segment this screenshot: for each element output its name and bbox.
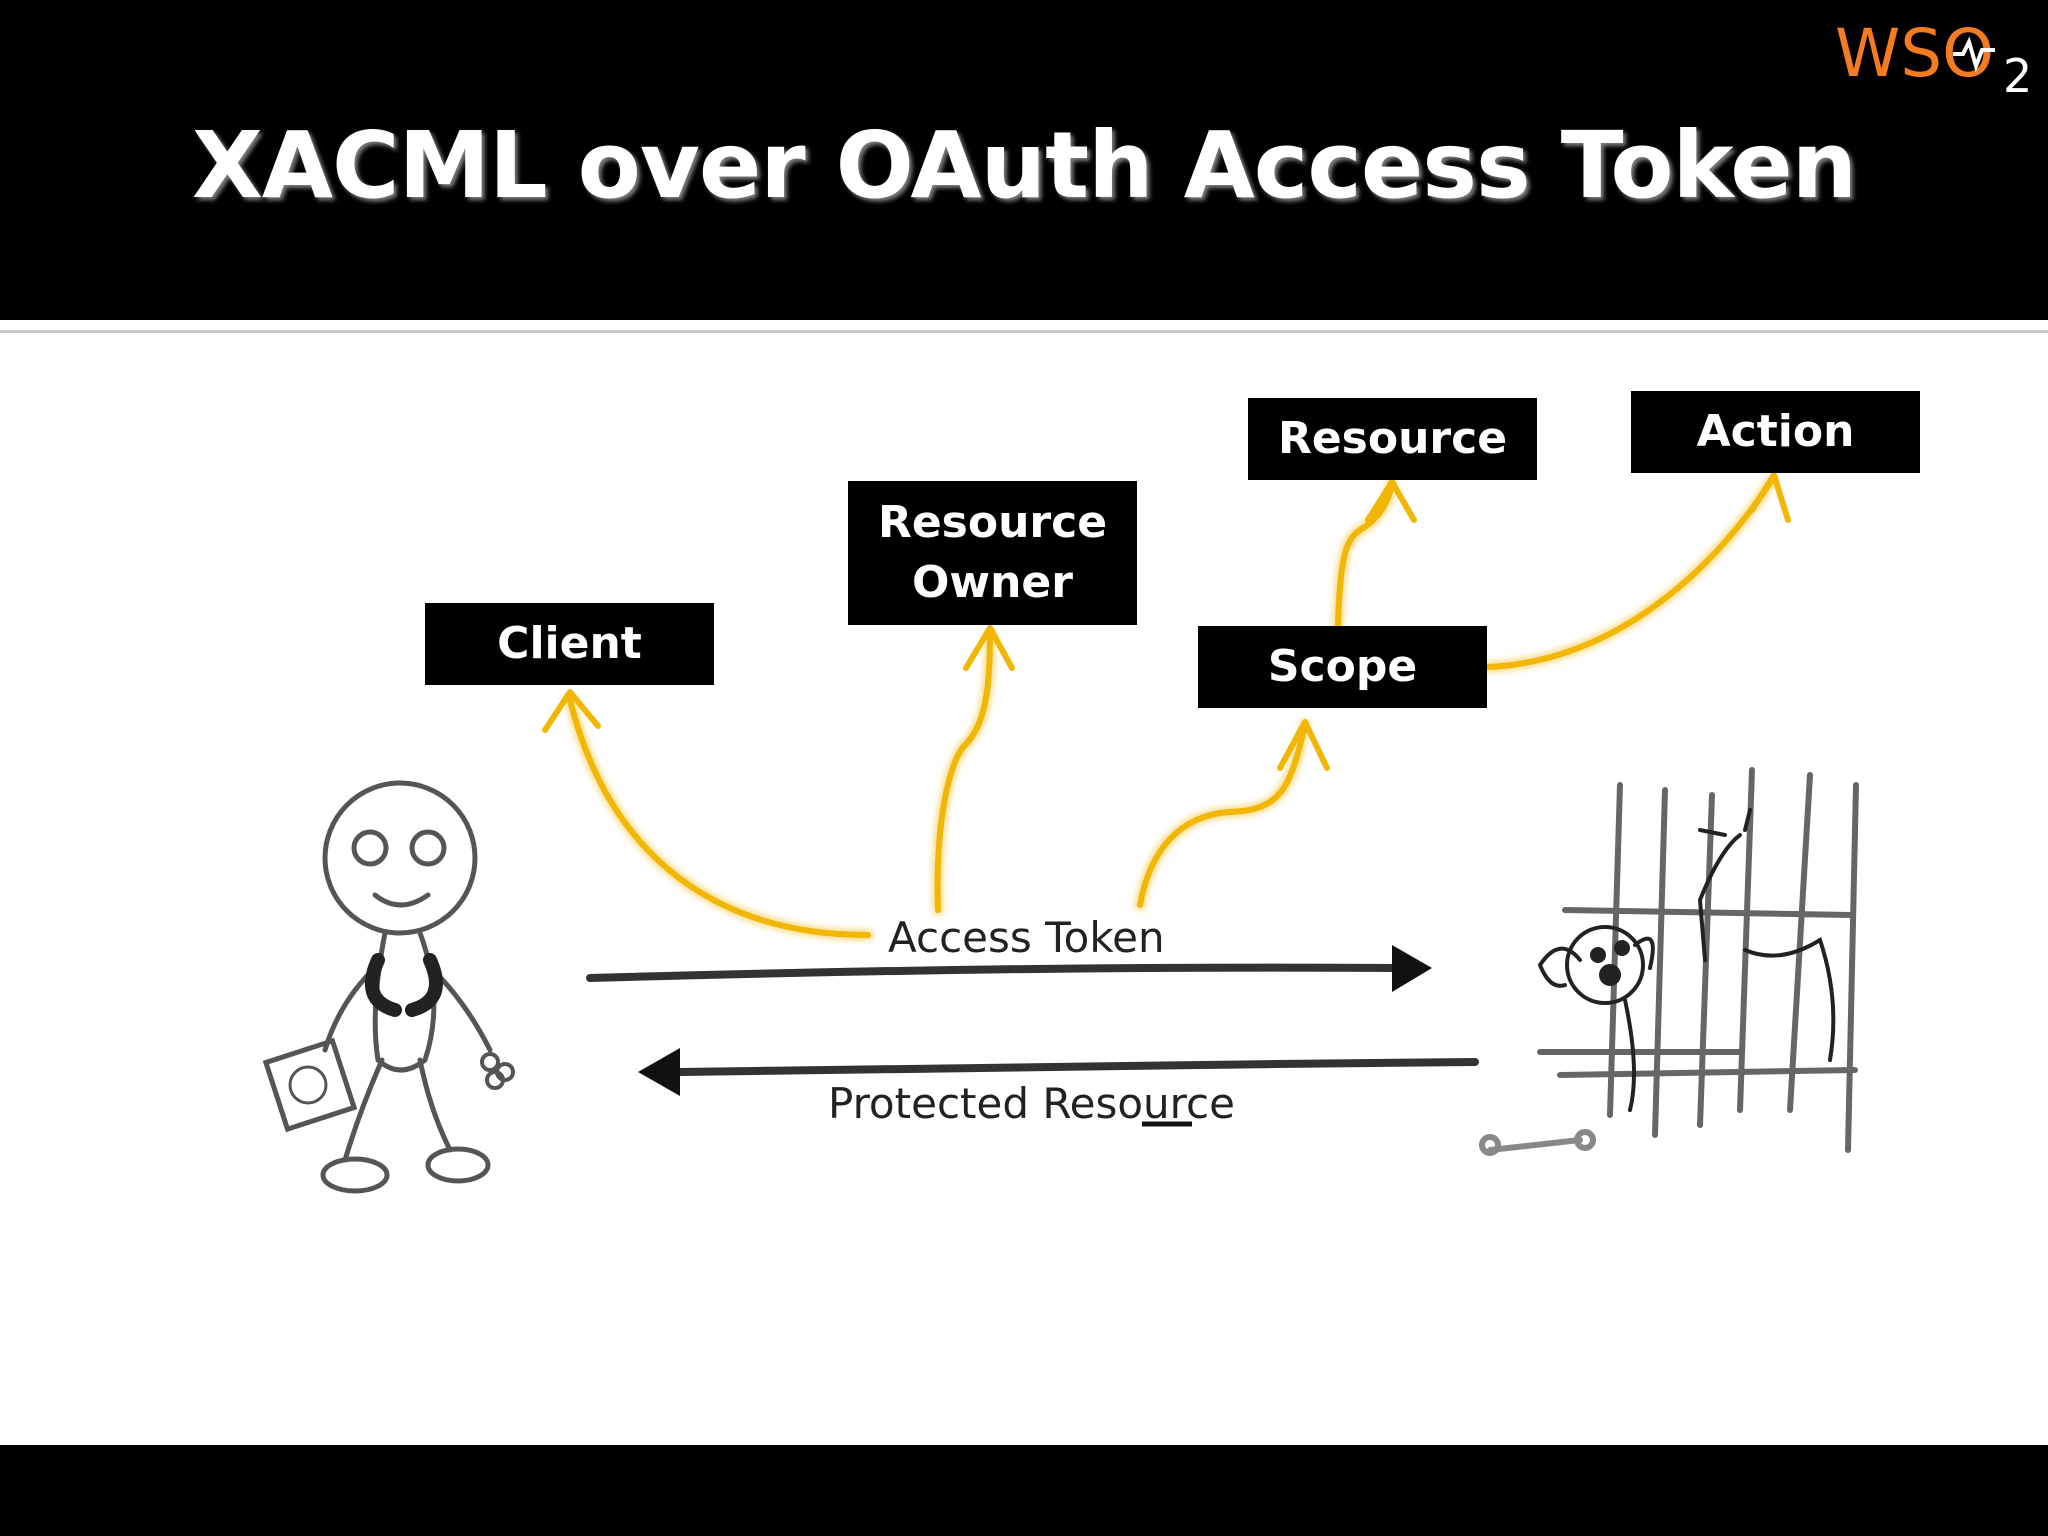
scope-box: Scope [1198, 626, 1487, 708]
protected-resource-arrow [638, 1048, 1479, 1096]
slide-title: XACML over OAuth Access Token [191, 112, 1857, 219]
client-box: Client [425, 603, 714, 685]
stick-figure-illustration [262, 780, 515, 1194]
arrow-scope-to-action [1485, 477, 1775, 670]
yellow-arrows [542, 472, 1791, 941]
logo-text: WSO [1835, 15, 1994, 92]
client-label: Client [497, 618, 642, 669]
resource-label: Resource [1277, 413, 1508, 464]
action-box: Action [1631, 391, 1920, 473]
action-label: Action [1696, 406, 1855, 457]
footer-bar [0, 1445, 2048, 1536]
protected-resource-label: Protected Resource [828, 1079, 1235, 1128]
wso2-logo: WSO 2 [1835, 15, 2032, 100]
resource-owner-box: Resource Owner [848, 481, 1137, 625]
arrow-token-to-scope [1137, 722, 1308, 908]
caged-dogs-illustration [1479, 767, 1859, 1156]
arrow-token-to-client [567, 697, 871, 938]
resource-owner-line2: Owner [912, 557, 1073, 608]
access-token-label: Access Token [888, 913, 1165, 962]
resource-box: Resource [1248, 398, 1537, 480]
logo-subscript: 2 [2003, 49, 2032, 100]
arrow-token-to-owner [934, 632, 993, 913]
access-token-arrow [586, 945, 1432, 992]
resource-owner-label: Resource Owner [878, 493, 1107, 613]
scope-label: Scope [1267, 641, 1418, 692]
resource-owner-line1: Resource [877, 497, 1108, 548]
header-divider [0, 330, 2048, 333]
arrow-scope-to-resource [1335, 479, 1395, 628]
header-bar [0, 0, 2048, 320]
